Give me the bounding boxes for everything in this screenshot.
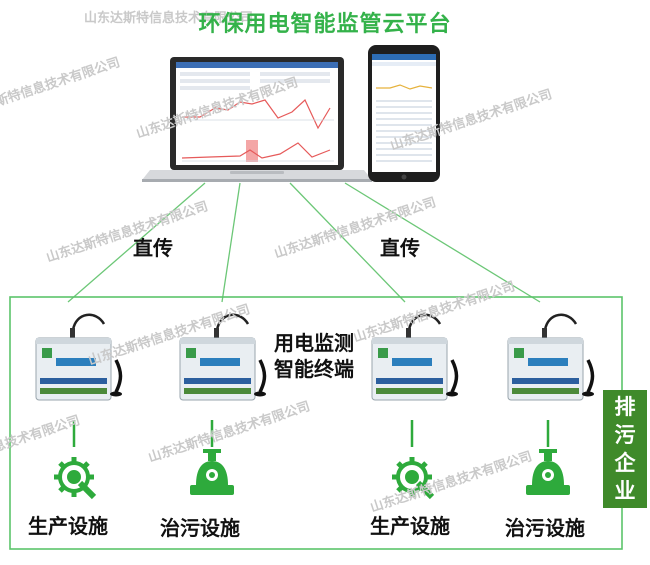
facility-label: 治污设施 bbox=[505, 516, 585, 540]
enterprise-tag: 排 污 企 业 bbox=[603, 390, 647, 508]
enterprise-tag-char: 污 bbox=[614, 423, 636, 447]
direct-transmission-label-left: 直传 bbox=[133, 236, 173, 260]
watermark-text: 山东达斯特信息技术有限公司 bbox=[0, 412, 82, 479]
laptop-icon bbox=[142, 57, 372, 182]
watermarks: 山东达斯特信息技术有限公司 山东达斯特信息技术有限公司 山东达斯特信息技术有限公… bbox=[0, 10, 554, 516]
monitoring-terminal bbox=[35, 313, 123, 401]
enterprise-tag-char: 排 bbox=[614, 395, 636, 419]
gear-wrench-icon bbox=[392, 457, 435, 500]
gear-wrench-icon bbox=[54, 457, 97, 500]
terminal-label-line2: 智能终端 bbox=[274, 357, 354, 381]
link-line bbox=[289, 182, 406, 303]
watermark-text: 山东达斯特信息技术有限公司 bbox=[84, 10, 253, 26]
enterprise-tag-char: 业 bbox=[614, 479, 636, 503]
watermark-text: 山东达斯特信息技术有限公司 bbox=[0, 54, 122, 121]
facility-connectors bbox=[72, 420, 550, 447]
monitoring-terminal bbox=[507, 313, 595, 401]
facility-label: 治污设施 bbox=[160, 516, 240, 540]
phone-icon bbox=[368, 45, 440, 182]
facility-label: 生产设施 bbox=[28, 514, 108, 538]
facility-label: 生产设施 bbox=[370, 514, 450, 538]
monitoring-terminal bbox=[371, 313, 459, 401]
monitoring-terminal bbox=[179, 313, 267, 401]
connection-lines bbox=[67, 182, 541, 303]
pollution-control-icon bbox=[190, 449, 234, 495]
link-line bbox=[67, 182, 206, 303]
terminal-label: 用电监测 智能终端 bbox=[274, 330, 354, 382]
pollution-control-icon bbox=[526, 449, 570, 495]
link-line bbox=[344, 182, 541, 303]
watermark-text: 山东达斯特信息技术有限公司 bbox=[44, 198, 210, 265]
link-line bbox=[221, 182, 241, 303]
direct-transmission-label-right: 直传 bbox=[380, 236, 420, 260]
watermark-text: 山东达斯特信息技术有限公司 bbox=[368, 448, 534, 515]
enterprise-tag-char: 企 bbox=[614, 451, 636, 475]
watermark-text: 山东达斯特信息技术有限公司 bbox=[351, 278, 517, 345]
page-title: 环保用电智能监管云平台 bbox=[198, 12, 452, 37]
watermark-text: 山东达斯特信息技术有限公司 bbox=[146, 398, 312, 465]
terminal-label-line1: 用电监测 bbox=[274, 331, 354, 355]
